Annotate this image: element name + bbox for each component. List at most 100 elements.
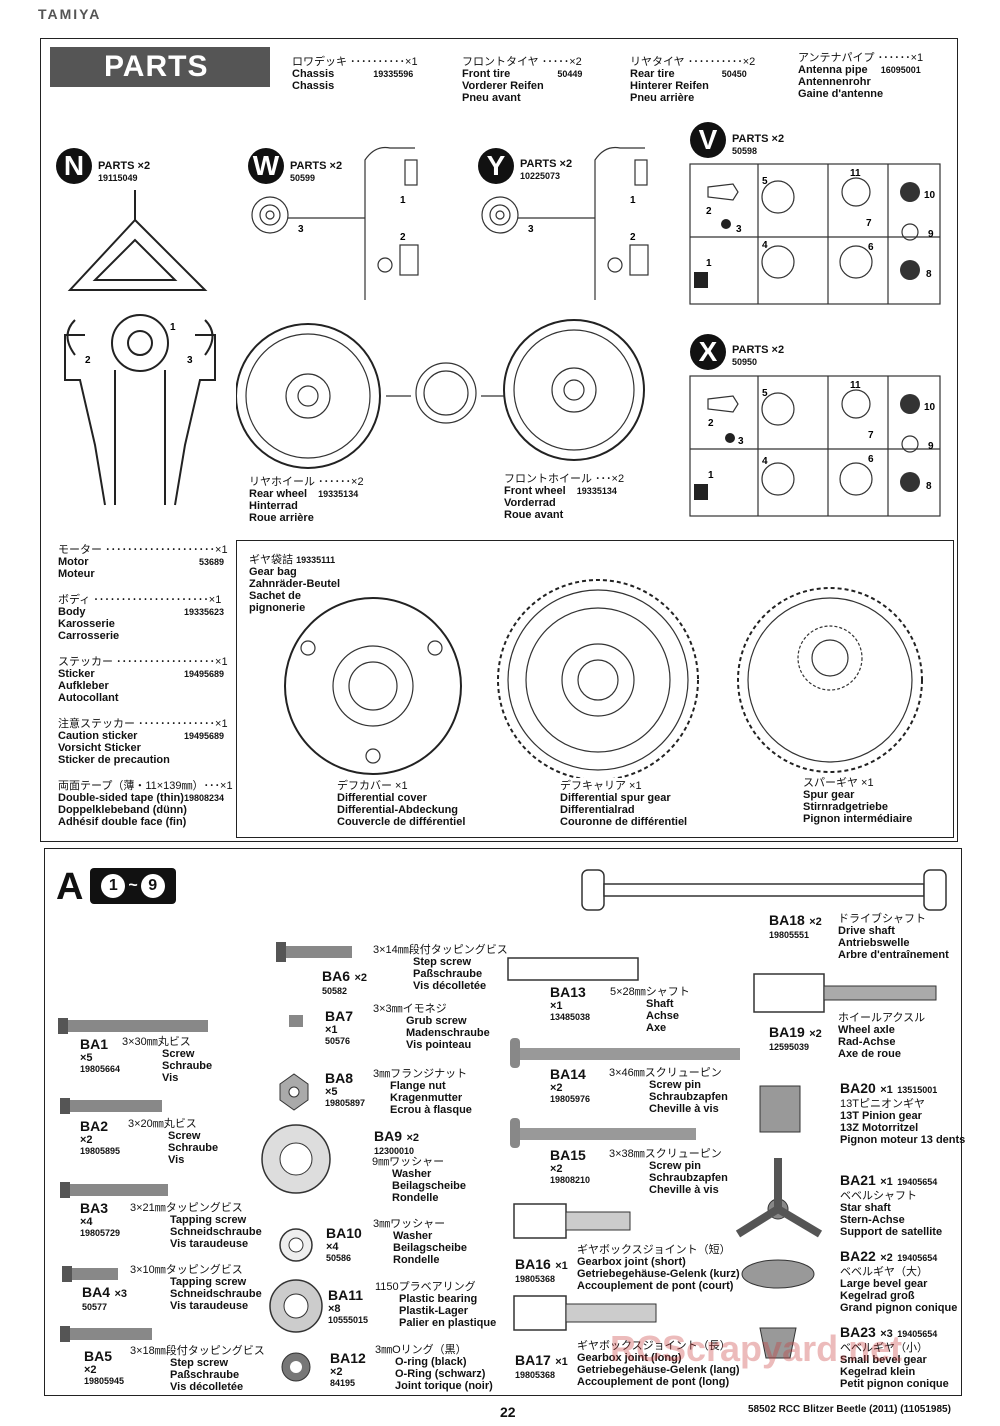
svg-text:9: 9	[928, 229, 934, 240]
tree-N-num-2: 2	[85, 355, 91, 366]
gear-item-spur-gear: スパーギヤ ×1 Spur gear Stirnradgetriebe Pign…	[803, 777, 913, 825]
header-logo: TAMIYA	[38, 6, 102, 22]
svg-text:2: 2	[708, 418, 714, 429]
svg-text:9: 9	[928, 441, 934, 452]
svg-text:7: 7	[866, 218, 872, 229]
bag-item-ba4-desc: 3×10㎜タッピングビス Tapping screw Schneidschrau…	[130, 1264, 262, 1312]
parts-panel	[40, 38, 958, 842]
bag-item-ba8-desc: 3㎜フランジナット Flange nut Kragenmutter Ecrou …	[373, 1068, 472, 1116]
svg-text:6: 6	[868, 454, 874, 465]
wheel-front-label: フロントホイール ･･･×2 Front wheel 19335134 Vord…	[504, 473, 625, 521]
bag-item-ba3-desc: 3×21㎜タッピングビス Tapping screw Schneidschrau…	[130, 1202, 262, 1250]
tree-N-num-1: 1	[170, 322, 176, 333]
svg-text:6: 6	[868, 242, 874, 253]
svg-text:3: 3	[738, 436, 744, 447]
bag-item-ba15: BA15 ×2 19808210	[550, 1147, 591, 1185]
bag-item-ba17-desc: ギヤボックスジョイント（長） Gearbox joint (long) Getr…	[577, 1340, 740, 1388]
svg-text:1: 1	[708, 470, 714, 481]
bag-item-ba2-desc: 3×20㎜丸ビス Screw Schraube Vis	[128, 1118, 219, 1166]
tree-W-badge: W	[248, 148, 284, 184]
bag-item-ba8: BA8 ×5 19805897	[325, 1070, 366, 1108]
tree-N-drawing: 1 2 3	[64, 190, 216, 506]
svg-text:8: 8	[926, 269, 932, 280]
bag-item-ba22: BA22 ×2 19405654 ベベルギヤ（大） Large bevel ge…	[840, 1248, 958, 1314]
tree-V-drawing: 2 3 1 4 5 6 7 8 9 10 11	[689, 163, 941, 305]
bag-item-ba18-desc: ドライブシャフト Drive shaft Antriebswelle Arbre…	[838, 913, 949, 961]
bag-item-ba18: BA18 ×2 19805551	[769, 912, 822, 940]
bag-item-ba7: BA7 ×1 50576	[325, 1008, 354, 1046]
svg-text:1: 1	[706, 258, 712, 269]
svg-text:7: 7	[868, 430, 874, 441]
bag-item-ba21: BA21 ×1 19405654 ベベルシャフト Star shaft Ster…	[840, 1172, 943, 1238]
tree-Y-num-3: 3	[528, 224, 534, 235]
top-item-front-tire: フロントタイヤ ･････×2 Front tire 50449 Vordere…	[462, 56, 583, 104]
bag-item-ba16-desc: ギヤボックスジョイント（短） Gearbox joint (short) Get…	[577, 1244, 740, 1292]
tree-W-num-2: 2	[400, 232, 406, 243]
bag-item-ba2: BA2 ×2 19805895	[80, 1118, 121, 1156]
bag-item-ba23: BA23 ×3 19405654 ベベルギヤ（小） Small bevel ge…	[840, 1324, 949, 1390]
bag-item-ba13: BA13 ×1 13485038	[550, 984, 591, 1022]
bag-item-ba12: BA12 ×2 84195	[330, 1350, 366, 1388]
range-sep: ~	[128, 877, 138, 894]
bag-letter: A	[56, 866, 84, 908]
tree-Y-num-2: 2	[630, 232, 636, 243]
bag-item-ba12-desc: 3㎜Oリング（黒） O-ring (black) O-Ring (schwarz…	[375, 1344, 493, 1392]
tree-Y-num-1: 1	[630, 195, 636, 206]
list-item: 注意ステッカー ･･････････････×1 Caution sticker…	[58, 718, 228, 766]
gear-item-diff-spur: デフキャリア ×1 Differential spur gear Differe…	[560, 780, 688, 828]
bag-item-ba15-desc: 3×38㎜スクリューピン Screw pin Schraubzapfen Che…	[609, 1148, 728, 1196]
watermark: RCScrapyard.net	[610, 1328, 903, 1369]
parts-title: PARTS	[104, 50, 209, 83]
bag-item-ba4: BA4 ×3 50577	[82, 1284, 128, 1312]
top-item-chassis: ロワデッキ ･･････････×1 Chassis 19335596 Chas…	[292, 56, 418, 92]
tree-W-drawing: 3 1 2	[251, 146, 419, 300]
bag-item-ba14: BA14 ×2 19805976	[550, 1066, 591, 1104]
bag-item-ba10: BA10 ×4 50586	[326, 1225, 362, 1263]
gear-bag-title: ギヤ袋詰 19335111 Gear bag Zahnräder-Beutel …	[249, 554, 341, 614]
svg-text:5: 5	[762, 388, 768, 399]
bag-item-ba19-desc: ホイールアクスル Wheel axle Rad-Achse Axe de rou…	[838, 1012, 926, 1060]
parts-title-banner	[50, 47, 270, 87]
bag-item-ba1-desc: 3×30㎜丸ビス Screw Schraube Vis	[122, 1036, 213, 1084]
bag-item-ba14-desc: 3×46㎜スクリューピン Screw pin Schraubzapfen Che…	[609, 1067, 728, 1115]
tree-Y-badge: Y	[478, 148, 514, 184]
tree-W-num-3: 3	[298, 224, 304, 235]
tree-N-badge: N	[56, 148, 92, 184]
tree-W-num-1: 1	[400, 195, 406, 206]
bag-item-ba20: BA20 ×1 13515001 13Tピニオンギヤ 13T Pinion ge…	[840, 1080, 966, 1146]
svg-text:11: 11	[850, 380, 861, 391]
bag-item-ba6-desc: 3×14㎜段付タッピングビス Step screw Paßschraube Vi…	[373, 944, 508, 992]
gear-item-diff-cover: デフカバー ×1 Differential cover Differential…	[337, 780, 466, 828]
svg-text:5: 5	[762, 176, 768, 187]
tree-X-badge: X	[690, 334, 726, 370]
gear-bag-drawing	[284, 579, 923, 778]
bag-range: 1 ~ 9	[90, 868, 176, 904]
svg-text:11: 11	[850, 168, 861, 179]
svg-text:4: 4	[762, 456, 768, 467]
doc-ref: 58502 RCC Blitzer Beetle (2011) (1105198…	[748, 1404, 951, 1415]
bag-item-ba5: BA5 ×2 19805945	[84, 1348, 125, 1386]
bag-parts-drawing	[58, 869, 947, 1382]
top-item-antenna-pipe: アンテナパイプ ･･････×1 Antenna pipe 16095001 A…	[798, 52, 924, 100]
bag-item-ba17: BA17 ×1 19805368	[515, 1352, 568, 1380]
bag-item-ba11-desc: 1150プラベアリング Plastic bearing Plastik-Lage…	[375, 1281, 497, 1329]
bag-item-ba16: BA16 ×1 19805368	[515, 1256, 568, 1284]
svg-text:4: 4	[762, 240, 768, 251]
bag-item-ba19: BA19 ×2 12595039	[769, 1024, 822, 1052]
bag-item-ba11: BA11 ×8 10555015	[328, 1287, 369, 1325]
svg-text:10: 10	[924, 402, 936, 413]
gear-bag-box	[236, 540, 954, 838]
tree-N-num-3: 3	[187, 355, 193, 366]
bag-item-ba13-desc: 5×28㎜シャフト Shaft Achse Axe	[610, 986, 690, 1034]
bag-a-panel	[44, 848, 962, 1396]
bag-item-ba5-desc: 3×18㎜段付タッピングビス Step screw Paßschraube Vi…	[130, 1345, 265, 1393]
list-item: 両面テープ（薄・11×139㎜）･･･×1 Double-sided tape …	[58, 780, 233, 828]
wheel-rear-label: リヤホイール ･･････×2 Rear wheel 19335134 Hint…	[249, 476, 364, 524]
range-end: 9	[140, 874, 165, 898]
